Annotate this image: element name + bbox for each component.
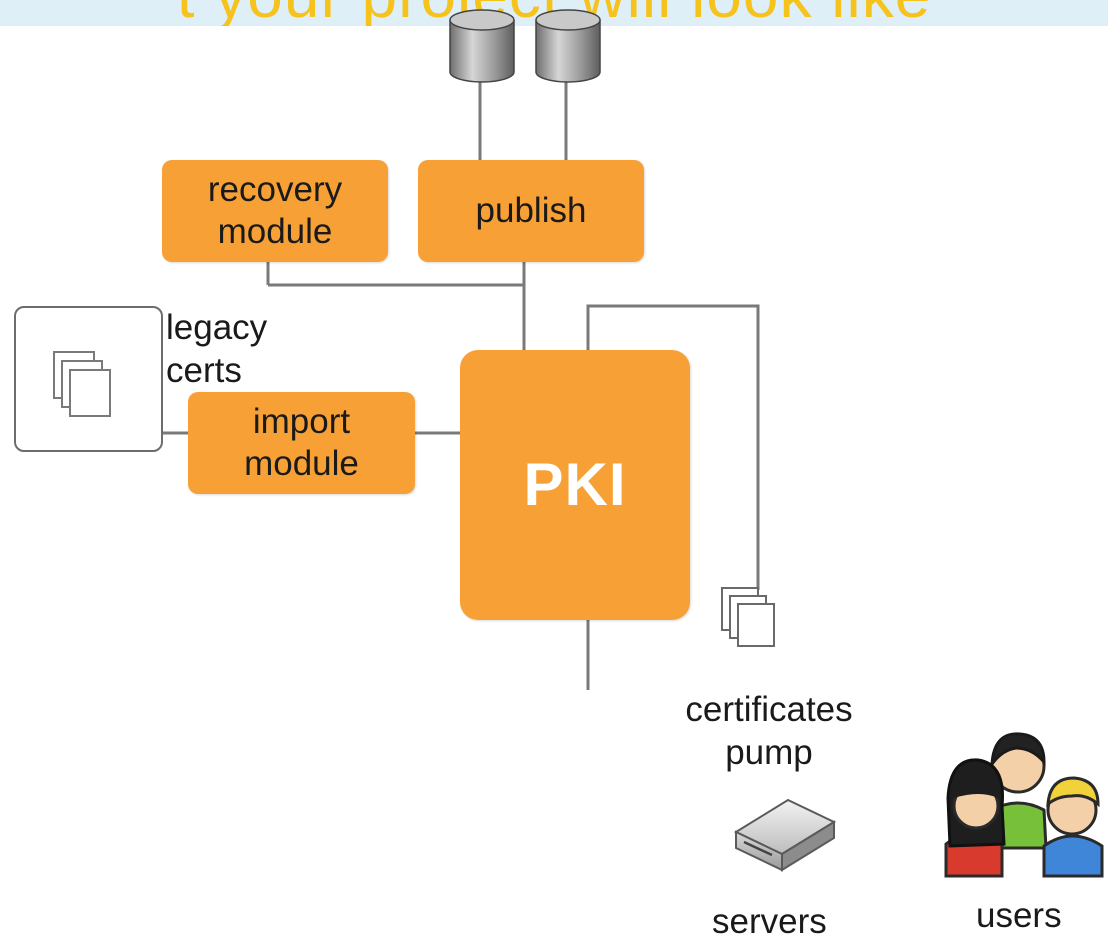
pki-core: PKI (460, 350, 690, 620)
documents-stack-icon (721, 587, 775, 647)
import-module-label: import module (244, 402, 359, 483)
users-label: users (976, 896, 1062, 935)
servers-label: servers (712, 902, 827, 941)
publish-module: publish (418, 160, 644, 262)
documents-stack-icon (53, 351, 111, 417)
database-icon (535, 9, 601, 83)
import-module: import module (188, 392, 415, 494)
server-icon (733, 798, 837, 872)
pki-label: PKI (523, 451, 627, 518)
certificates-pump-label: certificates pump (685, 690, 853, 772)
database-icon (449, 9, 515, 83)
recovery-module: recovery module (162, 160, 388, 262)
recovery-module-label: recovery module (207, 170, 343, 251)
legacy-certs-label: legacy certs (166, 308, 268, 390)
users-icon (944, 732, 1104, 878)
publish-module-label: publish (475, 191, 587, 230)
